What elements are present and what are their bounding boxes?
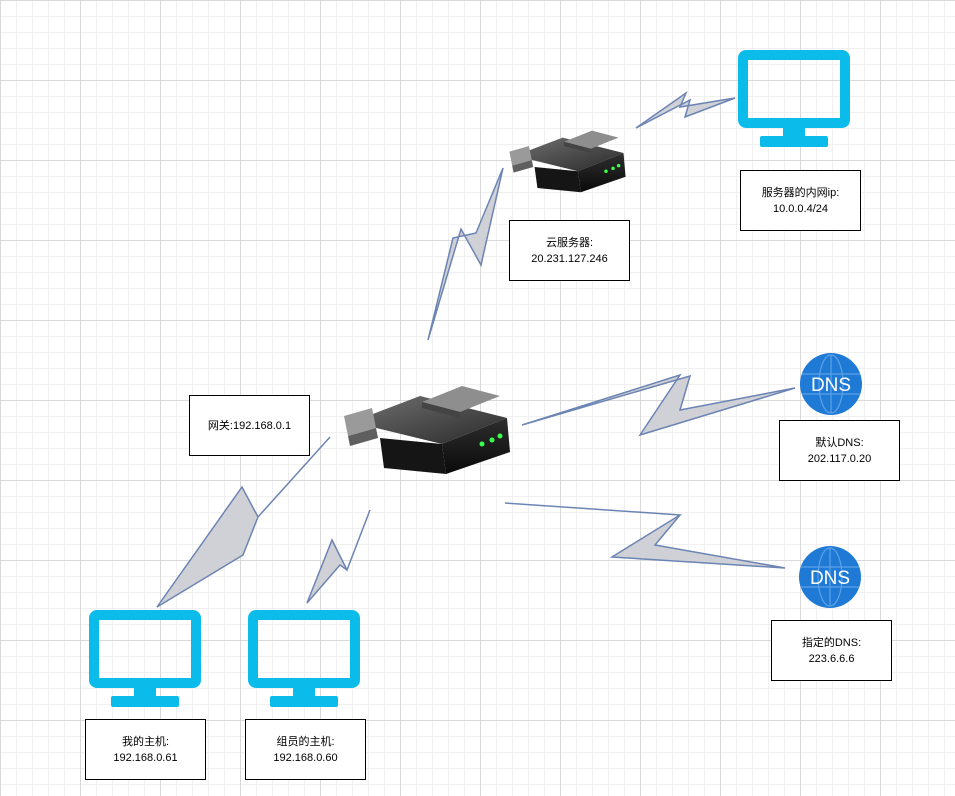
cloud-server-router-icon xyxy=(509,130,626,193)
default-dns-badge-text: DNS xyxy=(811,375,851,396)
my-host-label: 我的主机: 192.168.0.61 xyxy=(85,719,206,780)
custom-dns-globe-icon: DNS xyxy=(799,546,861,608)
cloud-server-ip: 20.231.127.246 xyxy=(531,252,608,265)
member-host-monitor-icon xyxy=(248,610,360,707)
link-gateway-to-member-host xyxy=(306,509,371,604)
link-gateway-to-cloud-server xyxy=(427,167,504,341)
default-dns-label: 默认DNS: 202.117.0.20 xyxy=(779,420,900,481)
custom-dns-badge-text: DNS xyxy=(810,568,850,589)
gateway-router-icon xyxy=(344,386,510,474)
gateway-label: 网关:192.168.0.1 xyxy=(189,395,310,456)
link-gateway-to-my-host xyxy=(156,436,331,608)
gateway-text: 网关:192.168.0.1 xyxy=(207,419,292,432)
member-host-label: 组员的主机: 192.168.0.60 xyxy=(245,719,366,780)
custom-dns-title: 指定的DNS: xyxy=(801,636,862,649)
my-host-title: 我的主机: xyxy=(121,735,170,748)
cloud-server-label: 云服务器: 20.231.127.246 xyxy=(509,220,630,281)
link-gateway-to-default-dns xyxy=(521,373,796,437)
server-lan-title: 服务器的内网ip: xyxy=(761,186,840,199)
custom-dns-ip: 223.6.6.6 xyxy=(808,652,855,665)
server-lan-label: 服务器的内网ip: 10.0.0.4/24 xyxy=(740,170,861,231)
default-dns-ip: 202.117.0.20 xyxy=(807,452,872,465)
cloud-server-title: 云服务器: xyxy=(545,236,594,249)
server-monitor-icon xyxy=(738,50,850,147)
default-dns-title: 默认DNS: xyxy=(815,436,864,449)
server-lan-ip: 10.0.0.4/24 xyxy=(772,202,829,215)
my-host-ip: 192.168.0.61 xyxy=(113,751,178,764)
member-host-ip: 192.168.0.60 xyxy=(273,751,338,764)
default-dns-globe-icon: DNS xyxy=(800,353,862,415)
member-host-title: 组员的主机: xyxy=(276,735,335,748)
link-gateway-to-custom-dns xyxy=(504,502,786,569)
custom-dns-label: 指定的DNS: 223.6.6.6 xyxy=(771,620,892,681)
link-cloud-server-to-server-monitor xyxy=(635,90,736,129)
my-host-monitor-icon xyxy=(89,610,201,707)
